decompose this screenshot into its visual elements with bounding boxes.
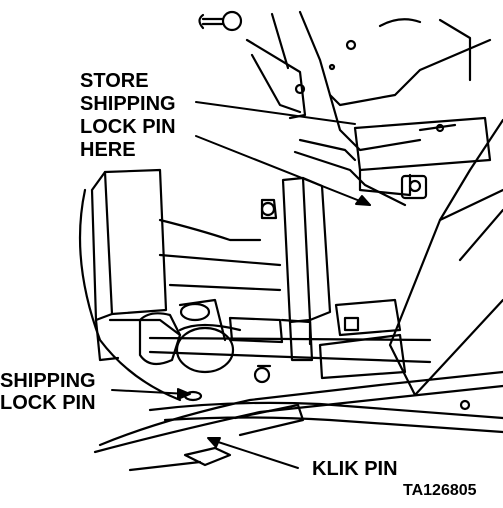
callout-shipping-line-1: SHIPPING bbox=[0, 370, 96, 392]
store-leader-arrow bbox=[355, 195, 371, 206]
figure-number: TA126805 bbox=[403, 482, 477, 499]
klik-leader-arrow bbox=[207, 437, 221, 448]
storage-bracket bbox=[293, 116, 492, 207]
vertical-arm bbox=[260, 176, 332, 362]
left-plate bbox=[90, 168, 262, 362]
top-pin-sketch bbox=[198, 10, 243, 32]
upper-frame bbox=[245, 10, 492, 152]
callout-store-shipping-lock-pin: STORE SHIPPING LOCK PIN HERE bbox=[80, 70, 176, 162]
clevis-assembly bbox=[138, 298, 272, 402]
klik-leader bbox=[211, 439, 299, 469]
shipping-leader bbox=[111, 389, 189, 395]
leader-lines bbox=[111, 101, 371, 469]
store-leader-1 bbox=[195, 101, 356, 125]
callout-shipping-line-2: LOCK PIN bbox=[0, 392, 96, 414]
housing-curve bbox=[78, 188, 282, 402]
shipping-leader-arrow bbox=[177, 388, 191, 400]
lower-linkage bbox=[93, 370, 503, 472]
callout-store-line-1: STORE bbox=[80, 70, 149, 92]
callout-store-line-3: LOCK PIN bbox=[80, 116, 176, 138]
tie-rod bbox=[148, 298, 432, 380]
callout-store-line-2: SHIPPING bbox=[80, 93, 176, 115]
callout-store-line-4: HERE bbox=[80, 139, 136, 161]
callout-klik-pin: KLIK PIN bbox=[312, 458, 398, 480]
callout-shipping-lock-pin: SHIPPING LOCK PIN bbox=[0, 370, 96, 414]
store-leader-2 bbox=[195, 135, 371, 206]
